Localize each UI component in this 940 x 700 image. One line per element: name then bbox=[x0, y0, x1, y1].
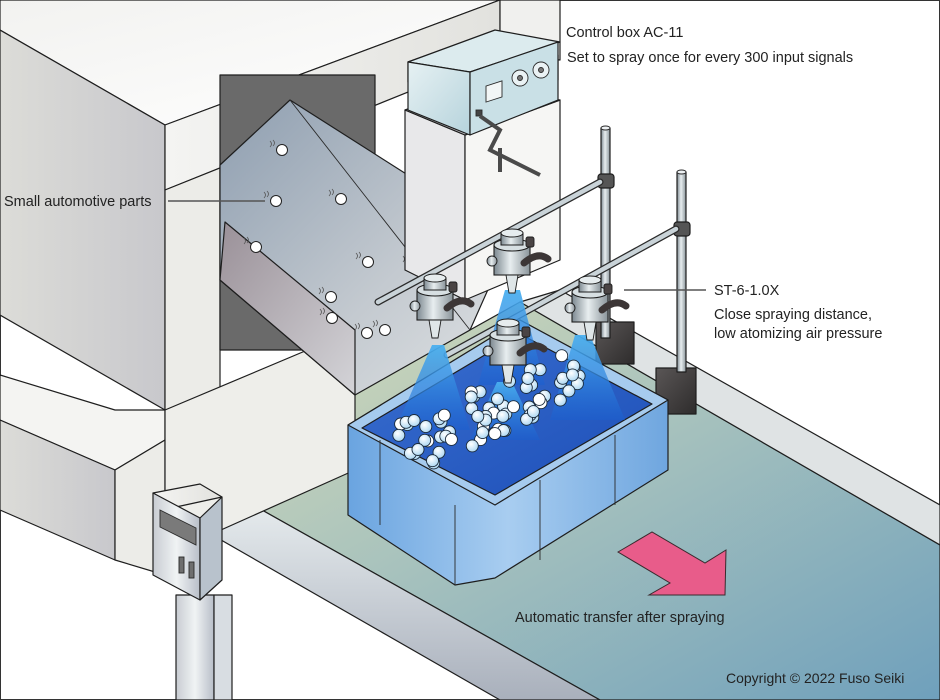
part-ball bbox=[471, 409, 485, 423]
part-ball bbox=[491, 392, 504, 406]
part-ball bbox=[496, 409, 510, 423]
part-ball bbox=[444, 432, 458, 446]
part-ball bbox=[243, 236, 262, 253]
controller-switch bbox=[178, 556, 185, 574]
parts-label: Small automotive parts bbox=[4, 194, 151, 210]
control-box-setting-label: Set to spray once for every 300 input si… bbox=[567, 50, 853, 66]
controller-switch bbox=[188, 561, 195, 579]
control-box-cable bbox=[478, 114, 541, 177]
part-ball bbox=[392, 428, 406, 442]
nozzles bbox=[409, 228, 630, 384]
controller-display bbox=[159, 509, 197, 546]
nozzle-model-label: ST-6-1.0X bbox=[714, 283, 780, 299]
part-ball bbox=[355, 251, 374, 268]
control-box-port bbox=[475, 109, 483, 117]
part-ball bbox=[269, 139, 288, 156]
nozzle-note-line1: Close spraying distance, bbox=[714, 307, 872, 323]
part-ball bbox=[532, 392, 546, 406]
part-ball bbox=[507, 400, 520, 414]
part-ball bbox=[555, 349, 569, 363]
part-ball bbox=[476, 426, 490, 440]
spray-nozzle bbox=[409, 273, 475, 339]
stand-rod bbox=[676, 171, 687, 373]
transfer-arrow-icon bbox=[617, 531, 727, 596]
conveyor-leg bbox=[213, 594, 233, 700]
machine-body bbox=[0, 0, 561, 576]
part-ball bbox=[319, 307, 338, 324]
part-ball bbox=[263, 190, 282, 207]
conveyor-controller bbox=[152, 483, 223, 601]
part-ball bbox=[488, 427, 502, 441]
tray-parts bbox=[392, 349, 586, 470]
part-ball bbox=[562, 384, 576, 398]
part-ball bbox=[526, 405, 540, 419]
conveyor-leg bbox=[175, 594, 215, 700]
control-box-display bbox=[485, 80, 503, 103]
part-ball bbox=[553, 393, 567, 407]
part-ball bbox=[419, 420, 433, 434]
part-ball bbox=[426, 454, 439, 468]
spray-nozzle bbox=[486, 228, 552, 294]
part-ball bbox=[407, 414, 421, 427]
part-ball bbox=[354, 322, 373, 339]
part-ball bbox=[521, 372, 535, 385]
part-ball bbox=[437, 408, 451, 422]
part-ball bbox=[465, 439, 479, 453]
nozzle-note-line2: low atomizing air pressure bbox=[714, 326, 882, 342]
part-ball bbox=[318, 286, 337, 303]
spray-cone bbox=[550, 335, 625, 420]
part-ball bbox=[411, 443, 425, 456]
spray-nozzle bbox=[564, 275, 630, 341]
spray-cone bbox=[395, 345, 470, 430]
transfer-label: Automatic transfer after spraying bbox=[515, 610, 725, 626]
part-ball bbox=[418, 433, 432, 447]
spray-nozzle bbox=[482, 318, 548, 384]
part-ball bbox=[328, 188, 347, 205]
control-box-label: Control box AC-11 bbox=[566, 25, 683, 41]
copyright-label: Copyright © 2022 Fuso Seiki bbox=[726, 670, 904, 686]
control-box bbox=[407, 29, 561, 177]
part-ball bbox=[566, 368, 579, 382]
part-ball bbox=[464, 390, 478, 404]
part-ball bbox=[372, 319, 391, 336]
